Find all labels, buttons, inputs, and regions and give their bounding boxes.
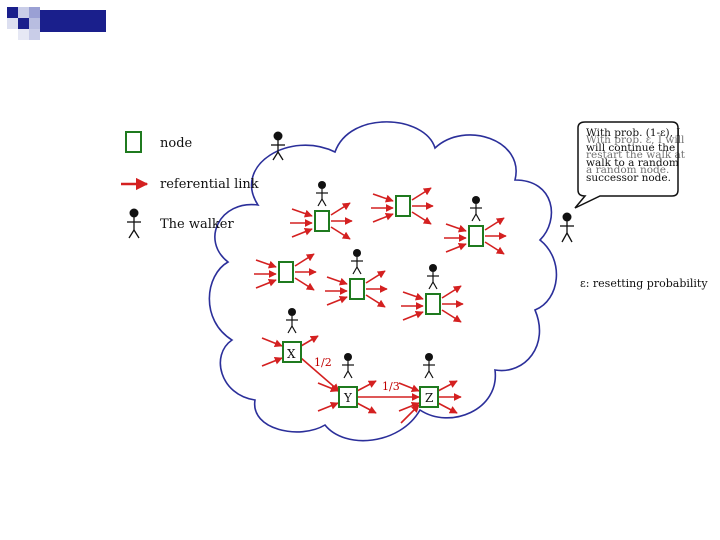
node-x — [282, 341, 302, 363]
link-arrow — [411, 187, 432, 201]
graph-node — [425, 293, 441, 315]
graph-node — [395, 195, 411, 217]
link-arrow — [291, 227, 313, 238]
walker-icon — [342, 353, 354, 379]
deco-square-dark-2 — [18, 18, 29, 29]
edge-label-x-y: 1/2 — [314, 356, 332, 369]
link-arrow — [441, 309, 462, 323]
walker-icon-outside — [560, 212, 574, 243]
deco-square-mid-2 — [29, 18, 40, 29]
walker-icon — [286, 308, 298, 334]
link-arrow — [330, 226, 351, 240]
link-arrow — [402, 291, 424, 301]
link-arrow — [294, 253, 315, 267]
walker-icon — [427, 264, 439, 290]
deco-square-mid-1 — [29, 7, 40, 18]
legend: node referential link The walker — [121, 131, 259, 239]
node-y — [338, 386, 358, 408]
graph-node — [349, 278, 365, 300]
walker-icon — [470, 196, 482, 222]
link-arrow — [445, 223, 467, 233]
note-overlay-line-3: a random node. — [586, 164, 669, 176]
link-arrow — [372, 193, 394, 203]
link-arrow — [398, 401, 420, 412]
link-arrow — [437, 380, 458, 392]
link-arrow — [294, 277, 315, 291]
link-arrow — [411, 211, 432, 225]
link-arrow — [365, 294, 386, 308]
link-arrows — [254, 187, 507, 424]
legend-node-swatch — [125, 131, 142, 153]
link-arrow — [441, 285, 462, 299]
walker-icon — [316, 181, 328, 207]
link-arrow — [317, 401, 339, 412]
resetting-probability-label: ε: resetting probability — [580, 277, 708, 290]
walker-icon — [423, 353, 435, 379]
link-arrow — [300, 335, 319, 347]
graph-node — [314, 210, 330, 232]
link-arrow — [326, 295, 348, 306]
link-arrow — [291, 208, 313, 218]
legend-walker-icon — [127, 208, 141, 239]
link-arrow — [372, 212, 394, 223]
note-overlay-line-2: restart the walk at — [586, 149, 686, 161]
link-arrow — [356, 402, 377, 414]
edge-label-y-z: 1/3 — [382, 380, 400, 393]
link-arrow — [402, 310, 424, 321]
link-arrow — [326, 276, 348, 286]
deco-square-light-2 — [7, 18, 18, 29]
deco-square-light-1 — [18, 7, 29, 18]
link-arrow — [484, 241, 505, 255]
note-line-2: will continue the — [586, 142, 675, 154]
node-z-label: Z — [425, 391, 433, 405]
node-walkers — [286, 181, 482, 379]
link-arrow — [255, 278, 277, 289]
legend-link-label: referential link — [160, 177, 259, 192]
link-arrow — [400, 404, 420, 424]
note-line-1: With prob. (1-ε), I — [586, 127, 680, 139]
graph-node — [468, 225, 484, 247]
note-line-4: successor node. — [586, 172, 671, 184]
link-arrow — [398, 382, 420, 393]
link-arrow — [484, 217, 505, 231]
speech-bubble: With prob. (1-ε), I will continue the wa… — [574, 121, 686, 209]
graph-cloud — [208, 121, 558, 442]
link-arrow — [255, 259, 277, 269]
walker-icon-top — [271, 131, 285, 161]
deco-square-light-3 — [18, 29, 29, 40]
deco-square-light-4 — [29, 29, 40, 40]
link-arrow — [437, 402, 458, 414]
path-arrow-x-y — [300, 357, 340, 392]
deco-square-dark-1 — [7, 7, 18, 18]
link-arrow — [261, 356, 283, 367]
note-line-3: walk to a random — [586, 157, 679, 169]
graph-nodes — [278, 195, 484, 408]
node-x-label: X — [287, 347, 296, 361]
link-arrow — [261, 337, 283, 348]
link-arrow — [356, 380, 377, 392]
legend-walker-label: The walker — [160, 217, 234, 232]
legend-node-label: node — [160, 136, 193, 151]
node-y-label: Y — [343, 391, 353, 405]
walker-icon — [351, 249, 363, 275]
graph-node — [278, 261, 294, 283]
note-overlay-line-1: With prob. ε, I will — [586, 134, 685, 146]
link-arrow — [330, 202, 351, 216]
node-z — [419, 386, 439, 408]
deco-bar — [40, 10, 106, 32]
link-arrow — [365, 270, 386, 284]
link-arrow — [445, 242, 467, 253]
